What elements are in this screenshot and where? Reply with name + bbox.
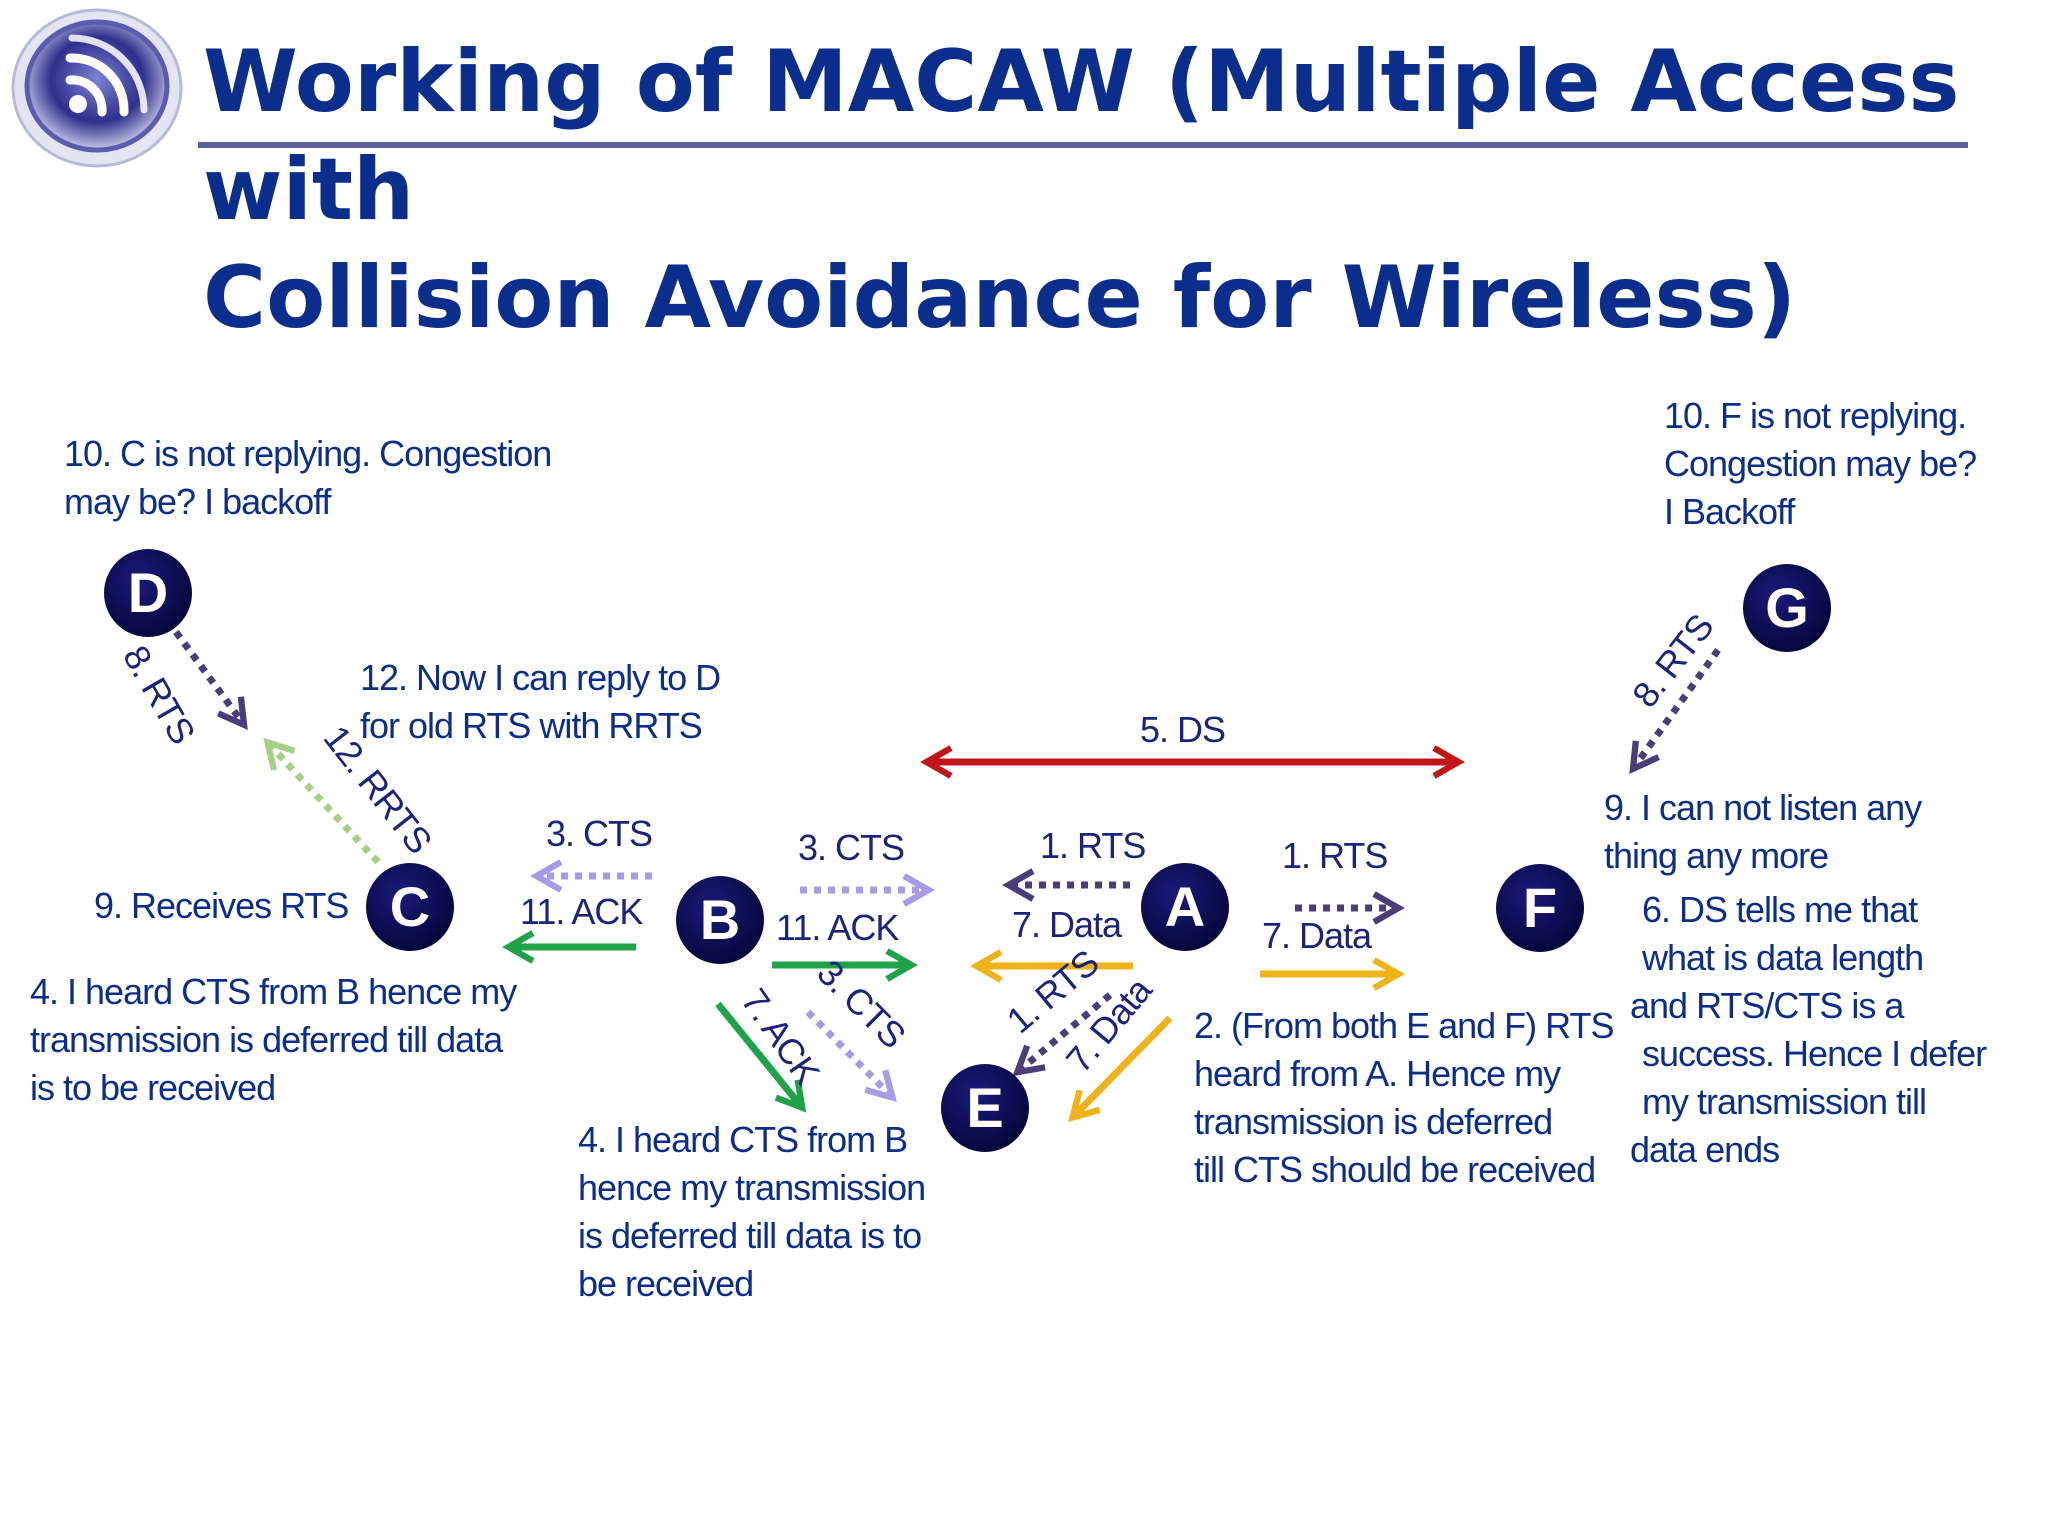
label-cts-b-a: 3. CTS (798, 827, 904, 868)
note-c-backoff: 10. C is not replying. Congestion may be… (64, 433, 552, 522)
ack-b-e-arrow (715, 1001, 807, 1113)
title-line-1: Working of MACAW (Multiple Access with (203, 32, 1960, 240)
node-g: G (1743, 564, 1831, 652)
label-rts-d-c: 8. RTS (115, 639, 203, 751)
rts-a-e-arrow (1012, 992, 1113, 1077)
svg-text:D: D (128, 561, 168, 624)
label-cts-b-c: 3. CTS (546, 813, 652, 854)
rrts-c-d-arrow (263, 737, 381, 865)
svg-text:F: F (1523, 876, 1557, 939)
node-a: A (1141, 863, 1229, 951)
note-e-deferred: 4. I heard CTS from B hence my transmiss… (578, 1119, 926, 1304)
label-ack-b-c: 11. ACK (520, 891, 643, 932)
label-data-a-b: 7. Data (1012, 904, 1123, 945)
rts-g-f-arrow (1629, 647, 1721, 775)
label-data-a-f: 7. Data (1262, 915, 1373, 956)
svg-text:B: B (700, 888, 740, 951)
node-d: D (104, 549, 192, 637)
cts-b-e-arrow (805, 1009, 897, 1103)
node-e: E (941, 1064, 1029, 1152)
node-c: C (366, 863, 454, 951)
note-from-e-f: 2. (From both E and F) RTS heard from A.… (1194, 1005, 1614, 1190)
note-ds-tells: 6. DS tells me that what is data length … (1630, 889, 1987, 1170)
svg-text:C: C (390, 875, 430, 938)
note-c-deferred: 4. I heard CTS from B hence my transmiss… (30, 971, 517, 1108)
label-rts-a-f: 1. RTS (1282, 835, 1387, 876)
note-cannot-listen: 9. I can not listen any thing any more (1604, 787, 1922, 876)
label-ds: 5. DS (1140, 709, 1225, 750)
data-a-e-arrow (1068, 1015, 1173, 1123)
note-reply-d: 12. Now I can reply to D for old RTS wit… (360, 657, 721, 746)
node-f: F (1496, 864, 1584, 952)
svg-text:E: E (966, 1076, 1003, 1139)
title-underline (198, 142, 1968, 148)
label-ack-b-a: 11. ACK (776, 907, 899, 948)
page-title: Working of MACAW (Multiple Access with C… (203, 28, 2003, 352)
label-rts-a-b: 1. RTS (1040, 825, 1145, 866)
note-receives-rts: 9. Receives RTS (94, 885, 349, 926)
rts-d-c-arrow (173, 629, 248, 730)
node-b: B (676, 876, 764, 964)
note-f-backoff: 10. F is not replying. Congestion may be… (1664, 395, 1977, 532)
svg-text:G: G (1765, 576, 1809, 639)
svg-text:A: A (1165, 875, 1205, 938)
title-line-2: Collision Avoidance for Wireless) (203, 248, 1797, 348)
wifi-signal-icon (11, 8, 183, 168)
